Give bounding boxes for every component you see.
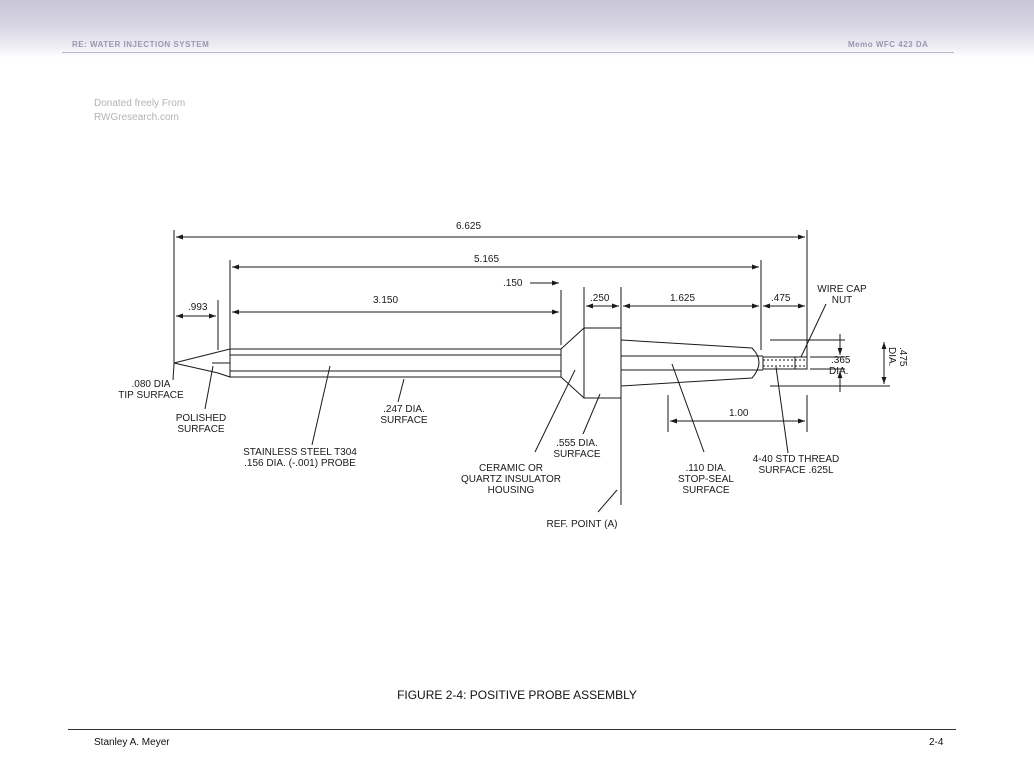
label-thread-1: 4-40 STD THREAD: [753, 454, 840, 465]
header-left: RE: WATER INJECTION SYSTEM: [72, 40, 210, 49]
dim-shaft: 3.150: [373, 295, 398, 306]
dim-nut: .475: [771, 293, 791, 304]
header-rule: [62, 52, 954, 53]
leader-555: [582, 393, 601, 435]
leader-steel: [311, 365, 331, 446]
dim-tip-taper: .993: [188, 302, 208, 313]
leader-tip: [172, 363, 175, 381]
dim-outer-dia-unit: DIA.: [886, 347, 897, 366]
wire-cap-nut: [762, 356, 808, 370]
label-steel-1: STAINLESS STEEL T304: [243, 447, 357, 458]
header-right: Memo WFC 423 DA: [848, 40, 929, 49]
label-555-2: SURFACE: [553, 449, 601, 460]
label-247-2: SURFACE: [380, 415, 428, 426]
label-polished-2: SURFACE: [177, 424, 225, 435]
footer-rule: [68, 729, 956, 730]
stop-seal-body: [620, 339, 760, 387]
label-247-1: .247 DIA.: [383, 404, 425, 415]
leader-wire-cap: [800, 303, 827, 358]
leader-insulator: [534, 369, 576, 453]
dim-nut-dia: .365: [831, 355, 851, 366]
dim-collar-gap: .150: [503, 278, 523, 289]
dim-thread: 1.00: [729, 408, 749, 419]
watermark-line2: RWGresearch.com: [94, 112, 179, 123]
label-insulator-3: HOUSING: [488, 485, 535, 496]
dim-nut-dia-unit: DIA.: [829, 366, 848, 377]
leader-polished: [204, 365, 214, 410]
figure-caption: FIGURE 2-4: POSITIVE PROBE ASSEMBLY: [397, 688, 637, 702]
probe-shaft: [229, 348, 562, 378]
scan-top-band: [0, 0, 1034, 58]
dim-probe-length: 5.165: [474, 254, 499, 265]
dim-housing: .250: [590, 293, 610, 304]
label-stop-seal-1: .110 DIA.: [686, 463, 727, 474]
leader-ref-point: [597, 489, 618, 513]
label-tip-1: .080 DIA: [132, 379, 171, 390]
label-polished-1: POLISHED: [176, 413, 227, 424]
dim-overall: 6.625: [456, 221, 481, 232]
dim-outer-dia: .475: [897, 347, 908, 367]
leader-stop-seal: [671, 363, 705, 453]
label-555-1: .555 DIA.: [556, 438, 598, 449]
label-insulator-1: CERAMIC OR: [479, 463, 543, 474]
label-steel-2: .156 DIA. (-.001) PROBE: [244, 458, 356, 469]
label-insulator-2: QUARTZ INSULATOR: [461, 474, 561, 485]
label-ref-point: REF. POINT (A): [547, 519, 618, 530]
label-wire-cap-2: NUT: [832, 295, 853, 306]
dim-stop-seal: 1.625: [670, 293, 695, 304]
leader-thread: [775, 366, 789, 454]
label-thread-2: SURFACE .625L: [758, 465, 833, 476]
footer-author: Stanley A. Meyer: [94, 737, 170, 748]
label-stop-seal-3: SURFACE: [682, 485, 730, 496]
watermark: Donated freely From RWGresearch.com: [94, 97, 254, 125]
footer-page-number: 2-4: [929, 737, 944, 748]
insulator-housing: [560, 327, 622, 399]
label-tip-2: TIP SURFACE: [118, 390, 184, 401]
label-stop-seal-2: STOP-SEAL: [678, 474, 734, 485]
watermark-line1: Donated freely From: [94, 98, 186, 109]
label-wire-cap-1: WIRE CAP: [817, 284, 867, 295]
leader-247: [397, 378, 405, 403]
